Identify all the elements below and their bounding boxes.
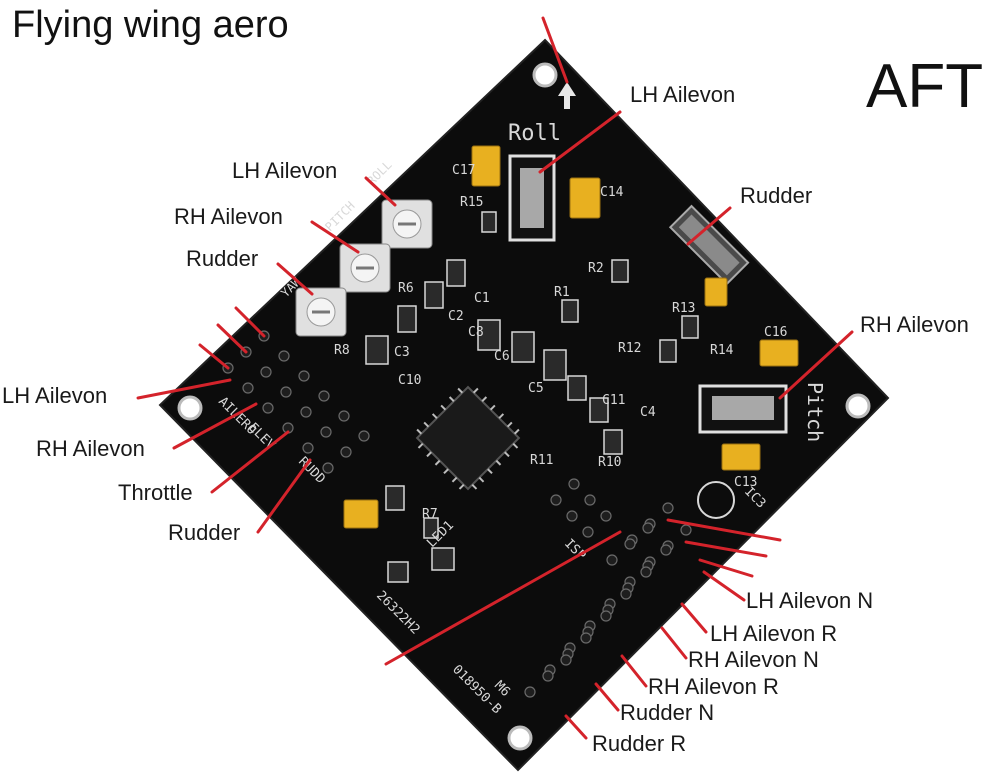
callout-output-rudder-n: Rudder N bbox=[620, 700, 715, 725]
r14-silk: R14 bbox=[710, 343, 734, 358]
roll-pot-silk: ROLL bbox=[364, 158, 394, 188]
callout-line-pin-3 bbox=[234, 306, 266, 338]
mounting-hole-bottom bbox=[507, 725, 533, 751]
roll-pot bbox=[381, 199, 433, 249]
r6-silk: R6 bbox=[398, 281, 414, 296]
callout-pitch-gyro: RH Ailevon bbox=[860, 312, 969, 337]
callout-output-lh-aileron-r: LH Ailevon R bbox=[710, 621, 838, 646]
callout-yaw-pot: Rudder bbox=[186, 246, 259, 271]
tantalum-c17 bbox=[471, 145, 501, 187]
callout-line-top-mark bbox=[541, 16, 569, 84]
tantalum-bottom bbox=[343, 499, 379, 529]
r10-silk: R10 bbox=[598, 455, 621, 470]
callout-line-input-rudd bbox=[256, 458, 312, 534]
callout-output-rh-aileron-r: RH Ailevon R bbox=[648, 674, 779, 699]
callout-line-roll bbox=[538, 110, 622, 174]
input-headers bbox=[222, 330, 370, 474]
smd-components bbox=[365, 211, 699, 583]
pitch-silk: Pitch bbox=[803, 382, 827, 442]
callout-line-out-rhr bbox=[620, 654, 648, 688]
pitch-gyro: Pitch bbox=[698, 382, 827, 442]
callout-line-roll-pot bbox=[364, 176, 397, 207]
callout-line-pitch-pot bbox=[310, 220, 360, 254]
callout-rudder-gyro: Rudder bbox=[740, 183, 813, 208]
mounting-holes bbox=[177, 62, 871, 751]
callout-line-out-3 bbox=[698, 558, 754, 578]
ic3-outline bbox=[697, 481, 735, 519]
c8-silk: C8 bbox=[468, 325, 484, 340]
callout-line-pin-2 bbox=[216, 323, 248, 354]
callout-line-pin-1 bbox=[198, 343, 230, 370]
c5-silk: C5 bbox=[528, 381, 544, 396]
callout-line-out-lhn bbox=[702, 570, 746, 602]
callout-line-pitch-gyro bbox=[778, 330, 854, 400]
callout-line-out-rr bbox=[564, 714, 588, 740]
callout-pitch-pot: RH Ailevon bbox=[174, 204, 283, 229]
c10-silk: C10 bbox=[398, 373, 421, 388]
callout-input-lh-aileron: LH Ailevon bbox=[2, 383, 108, 408]
c14-silk: C14 bbox=[600, 185, 624, 200]
callout-roll-gyro: LH Ailevon bbox=[630, 82, 736, 107]
r1-silk: R1 bbox=[554, 285, 570, 300]
yaw-pot bbox=[295, 287, 347, 337]
tantalum-c16 bbox=[759, 339, 799, 367]
callout-lines bbox=[136, 16, 854, 740]
pitch-pot bbox=[339, 243, 391, 293]
callout-line-out-2 bbox=[684, 540, 768, 558]
callout-line-input-rh bbox=[172, 402, 258, 450]
c1-silk: C1 bbox=[474, 291, 490, 306]
callout-input-rudder: Rudder bbox=[168, 520, 241, 545]
r8-silk: R8 bbox=[334, 343, 350, 358]
c4-silk: C4 bbox=[640, 405, 656, 420]
r2-silk: R2 bbox=[588, 261, 604, 276]
callout-output-lh-aileron-n: LH Ailevon N bbox=[746, 588, 874, 613]
callout-line-out-rhn bbox=[660, 626, 688, 660]
rudder-gyro bbox=[668, 204, 750, 286]
c11-silk: C11 bbox=[602, 393, 625, 408]
callout-input-rh-aileron: RH Ailevon bbox=[36, 436, 145, 461]
mounting-hole-left bbox=[177, 395, 203, 421]
roll-gyro: Roll bbox=[508, 121, 561, 242]
tantalum-c13 bbox=[721, 443, 761, 471]
page-title: Flying wing aero bbox=[12, 4, 289, 46]
callout-output-rudder-r: Rudder R bbox=[592, 731, 687, 756]
tantalum-c14 bbox=[569, 177, 601, 219]
c13-silk: C13 bbox=[734, 475, 757, 490]
orientation-label: AFT bbox=[866, 52, 984, 121]
mounting-hole-top bbox=[532, 62, 558, 88]
c17-silk: C17 bbox=[452, 163, 475, 178]
c6-silk: C6 bbox=[494, 349, 510, 364]
callout-line-input-lh bbox=[136, 378, 232, 400]
r13-silk: R13 bbox=[672, 301, 695, 316]
callout-line-out-rn bbox=[594, 682, 620, 712]
c2-silk: C2 bbox=[448, 309, 464, 324]
callout-line-out-lhr bbox=[680, 602, 708, 634]
r7-silk: R7 bbox=[422, 507, 438, 522]
callout-line-input-thr bbox=[210, 430, 290, 494]
callout-roll-pot: LH Ailevon bbox=[232, 158, 338, 183]
r15-silk: R15 bbox=[460, 195, 483, 210]
c3-silk: C3 bbox=[394, 345, 410, 360]
c16-silk: C16 bbox=[764, 325, 787, 340]
callout-line-yaw-pot bbox=[276, 262, 314, 296]
r11-silk: R11 bbox=[530, 453, 553, 468]
tantalum-rudder bbox=[704, 277, 728, 307]
callout-line-diagonal bbox=[384, 530, 622, 666]
microcontroller bbox=[415, 385, 521, 491]
callout-input-throttle: Throttle bbox=[118, 480, 193, 505]
callout-line-rudder-gyro bbox=[686, 206, 732, 246]
direction-arrow-icon bbox=[558, 82, 576, 109]
callout-line-out-1 bbox=[666, 518, 782, 542]
mounting-hole-right bbox=[845, 393, 871, 419]
output-headers bbox=[524, 478, 692, 698]
r12-silk: R12 bbox=[618, 341, 641, 356]
tantalum-capacitors bbox=[343, 145, 799, 529]
roll-silk: Roll bbox=[508, 121, 561, 146]
trim-pots bbox=[295, 199, 433, 337]
callout-output-rh-aileron-n: RH Ailevon N bbox=[688, 647, 819, 672]
